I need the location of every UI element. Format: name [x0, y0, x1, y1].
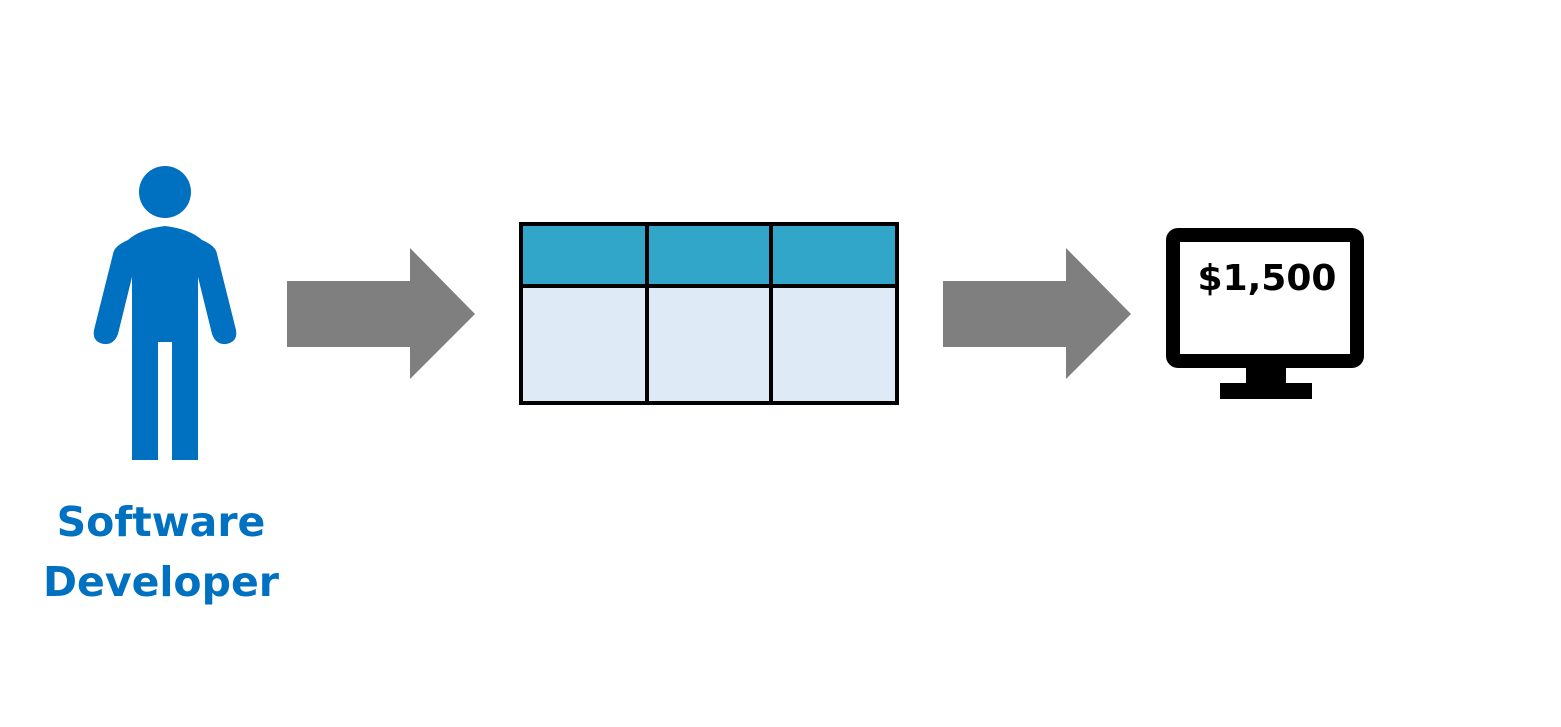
right-arrow-icon	[287, 248, 475, 379]
person-label-line-1: Software	[56, 498, 266, 546]
person-icon	[93, 166, 237, 460]
person-label-line-2: Developer	[43, 558, 279, 606]
price-display: $1,500	[1197, 258, 1337, 299]
right-arrow-icon	[943, 248, 1131, 379]
monitor-icon	[1166, 228, 1364, 399]
person-label: Software Developer	[30, 492, 292, 612]
table-icon	[519, 222, 899, 405]
